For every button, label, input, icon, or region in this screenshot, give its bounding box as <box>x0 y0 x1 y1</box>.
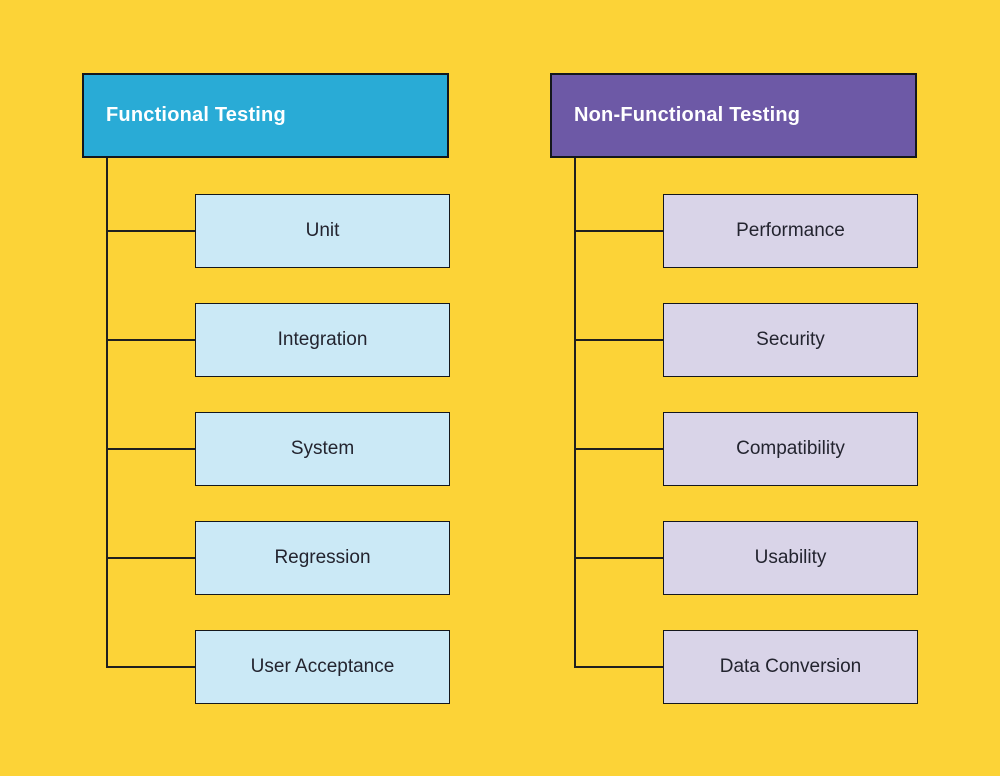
functional-testing-header[interactable]: Functional Testing <box>82 73 449 158</box>
node-regression-label: Regression <box>274 547 371 568</box>
node-user-acceptance-label: User Acceptance <box>250 656 395 677</box>
node-integration[interactable]: Integration <box>195 303 450 377</box>
non-functional-branch-connector-performance <box>574 230 663 232</box>
node-regression[interactable]: Regression <box>195 521 450 595</box>
non-functional-testing-header-label: Non-Functional Testing <box>574 104 801 126</box>
non-functional-branch-connector-security <box>574 339 663 341</box>
node-security[interactable]: Security <box>663 303 918 377</box>
node-security-label: Security <box>756 329 825 350</box>
non-functional-trunk-connector <box>574 158 576 668</box>
node-system[interactable]: System <box>195 412 450 486</box>
node-unit-label: Unit <box>305 220 340 241</box>
node-user-acceptance[interactable]: User Acceptance <box>195 630 450 704</box>
functional-testing-header-label: Functional Testing <box>106 104 286 126</box>
node-data-conversion[interactable]: Data Conversion <box>663 630 918 704</box>
non-functional-branch-connector-compatibility <box>574 448 663 450</box>
node-usability[interactable]: Usability <box>663 521 918 595</box>
functional-branch-connector-user-acceptance <box>106 666 195 668</box>
node-unit[interactable]: Unit <box>195 194 450 268</box>
non-functional-branch-connector-usability <box>574 557 663 559</box>
functional-branch-connector-integration <box>106 339 195 341</box>
non-functional-branch-connector-data-conversion <box>574 666 663 668</box>
node-data-conversion-label: Data Conversion <box>719 656 862 677</box>
node-integration-label: Integration <box>277 329 368 350</box>
node-performance[interactable]: Performance <box>663 194 918 268</box>
node-performance-label: Performance <box>736 220 845 241</box>
node-usability-label: Usability <box>754 547 827 568</box>
functional-branch-connector-unit <box>106 230 195 232</box>
non-functional-testing-header[interactable]: Non-Functional Testing <box>550 73 917 158</box>
node-compatibility[interactable]: Compatibility <box>663 412 918 486</box>
functional-trunk-connector <box>106 158 108 668</box>
node-compatibility-label: Compatibility <box>736 438 845 459</box>
functional-branch-connector-system <box>106 448 195 450</box>
node-system-label: System <box>290 438 355 459</box>
functional-branch-connector-regression <box>106 557 195 559</box>
